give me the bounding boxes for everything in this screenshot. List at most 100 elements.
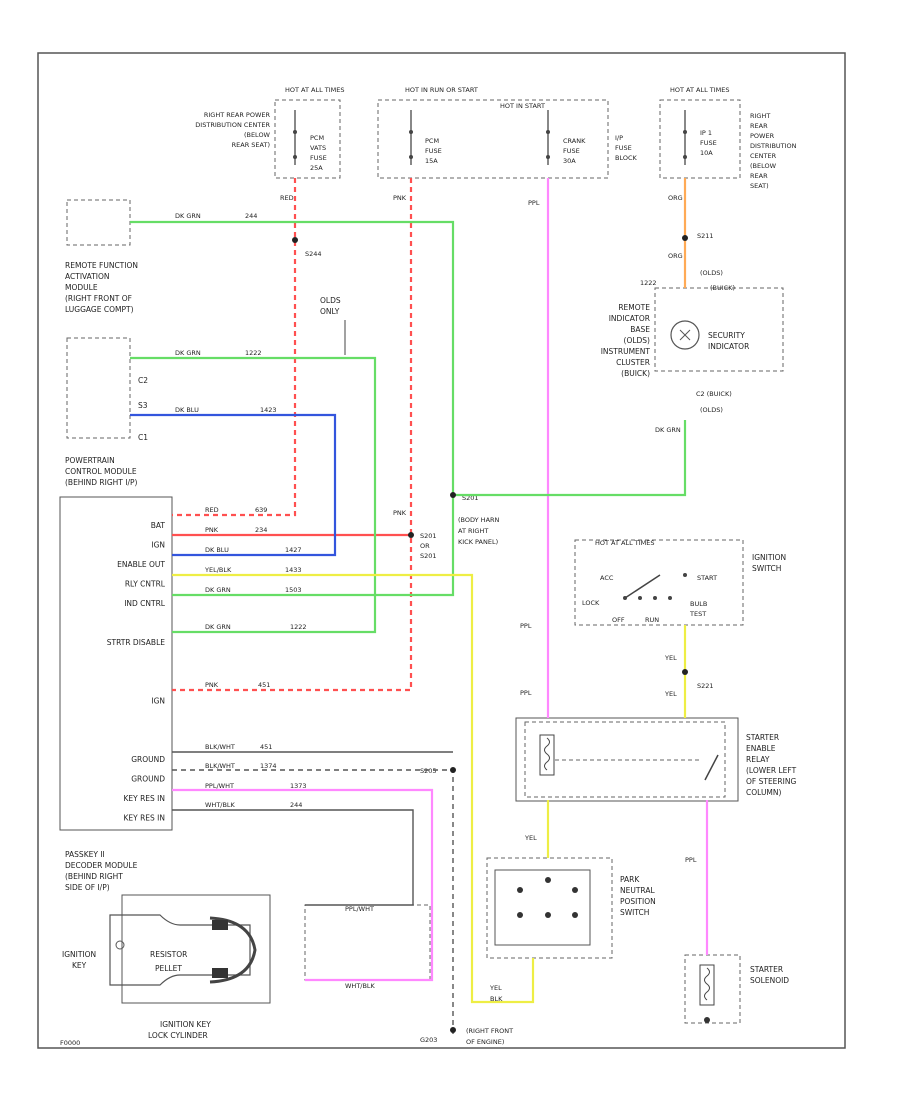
remote-label: (BUICK) (621, 369, 650, 378)
circuit-number: 451 (258, 681, 270, 689)
location-label: POWER (750, 132, 775, 140)
circuit-number: 1423 (260, 406, 277, 414)
pn-switch-label: SWITCH (620, 908, 649, 917)
wire-color-label: PPL/WHT (205, 782, 234, 790)
location-label: CENTER (750, 152, 777, 160)
pn-contact (517, 912, 523, 918)
wire-color-label: PNK (393, 194, 407, 202)
location-label: RIGHT REAR POWER (204, 111, 271, 119)
pcm-module: POWERTRAIN CONTROL MODULE (BEHIND RIGHT … (59, 456, 173, 831)
ignition-key-shape (109, 914, 251, 986)
ground-location: (RIGHT FRONT (466, 1027, 513, 1035)
pcm-title: POWERTRAIN (65, 456, 115, 465)
fuse-label: 30A (563, 157, 576, 165)
wire-color-label: DK GRN (655, 426, 681, 434)
circuit-number: 1427 (285, 546, 302, 554)
circuit-number: 639 (255, 506, 267, 514)
solenoid-label: SOLENOID (750, 976, 789, 985)
pcm-pin-label: IND CNTRL (124, 599, 166, 608)
wire-color-label: YEL/BLK (204, 566, 232, 574)
pcm-pin-label: IGN (151, 697, 165, 706)
fuse-label: I/P (615, 134, 623, 142)
security-indicator: SECURITY INDICATOR REMOTE INDICATOR BASE… (601, 269, 784, 414)
relay-label: (LOWER LEFT (746, 766, 797, 775)
pink-wire (172, 788, 434, 982)
pcm-pin-label: GROUND (131, 775, 165, 784)
wire-color-label: YEL (524, 834, 537, 842)
remote-indicator-label: REMOTE INDICATOR BASE (OLDS) INSTRUMENT … (601, 303, 651, 378)
switch-position: LOCK (582, 599, 600, 607)
ignition-switch-label: SWITCH (752, 564, 781, 573)
wire-color-label: WHT/BLK (345, 982, 376, 990)
fuse-label: 15A (425, 157, 438, 165)
wire-color-label: DK BLU (205, 546, 229, 554)
connector-id: S3 (138, 401, 148, 410)
connector-id: C1 (138, 433, 148, 442)
wire-color-label: BLK (490, 995, 503, 1003)
ground-location: OF ENGINE) (466, 1038, 504, 1046)
circuit-number: 1222 (640, 279, 657, 287)
fuse-label: 25A (310, 164, 323, 172)
yellow-wire (172, 573, 535, 1004)
wire-color-label: DK GRN (205, 586, 231, 594)
fuse-label: 10A (700, 149, 713, 157)
diagram-border (37, 52, 846, 1049)
green-wire (130, 356, 377, 634)
rfa-label: ACTIVATION (65, 272, 110, 281)
switch-position: BULB (690, 600, 707, 608)
circuit-number: 1373 (290, 782, 307, 790)
fuse-label: PCM (425, 137, 439, 145)
fuse-label: PCM (310, 134, 324, 142)
rfa-label: MODULE (65, 283, 98, 292)
fuse-label: FUSE (563, 147, 580, 155)
resistor-pellet (212, 920, 228, 930)
wire-color-label: PPL (528, 199, 540, 207)
solenoid-ground (704, 1017, 710, 1023)
ground-id: G203 (420, 1036, 437, 1044)
pcm-pin-label: STRTR DISABLE (107, 638, 166, 647)
wire-color-label: BLK/WHT (205, 762, 235, 770)
location-label: RIGHT (750, 112, 770, 120)
wire-color-label: DK GRN (175, 349, 201, 357)
location-label: REAR SEAT) (232, 141, 270, 149)
indicator-lamp-icon (670, 320, 700, 350)
circuit-number: 244 (290, 801, 302, 809)
black-wire (172, 809, 414, 906)
connector-label: C2 (BUICK) (696, 390, 732, 398)
pn-contact (545, 877, 551, 883)
location-label: DISTRIBUTION CENTER (195, 121, 270, 129)
relay-coil (539, 734, 555, 776)
ignition-switch: HOT AT ALL TIMES IGNITION SWITCH ACC LOC… (574, 539, 786, 626)
location-label: REAR (750, 122, 768, 130)
ignition-key-label: KEY (72, 961, 87, 970)
switch-position: START (697, 574, 717, 582)
wire-color-label: DK GRN (175, 212, 201, 220)
circuit-number: 1222 (290, 623, 307, 631)
switch-contact (668, 596, 672, 600)
fuse-terminal (683, 130, 687, 134)
pn-contact (572, 912, 578, 918)
switch-contact (638, 596, 642, 600)
fuse-label: CRANK (563, 137, 586, 145)
circuit-number: 244 (245, 212, 257, 220)
fuse-label: IP 1 (700, 129, 712, 137)
wire-layer (130, 178, 709, 1035)
fuse-terminal (546, 130, 550, 134)
splice-label: S244 (305, 250, 322, 258)
pcm-pin-label: KEY RES IN (123, 794, 165, 803)
splice-dot (408, 532, 414, 538)
fuse-label: VATS (310, 144, 326, 152)
wire-color-label: YEL (664, 690, 677, 698)
wire-color-label: PNK (205, 526, 219, 534)
relay-coil-winding (544, 737, 550, 771)
fuse-box-run-start: HOT IN RUN OR START HOT IN START PCM FUS… (377, 86, 638, 179)
pn-switch-label: PARK (620, 875, 640, 884)
blue-wire (130, 413, 337, 557)
passkey-title: PASSKEY II (65, 850, 105, 859)
fuse-label: FUSE (700, 139, 717, 147)
switch-contact (653, 596, 657, 600)
connector-label: (BUICK) (710, 284, 735, 292)
remote-label: REMOTE (618, 303, 650, 312)
splice-dot (450, 492, 456, 498)
